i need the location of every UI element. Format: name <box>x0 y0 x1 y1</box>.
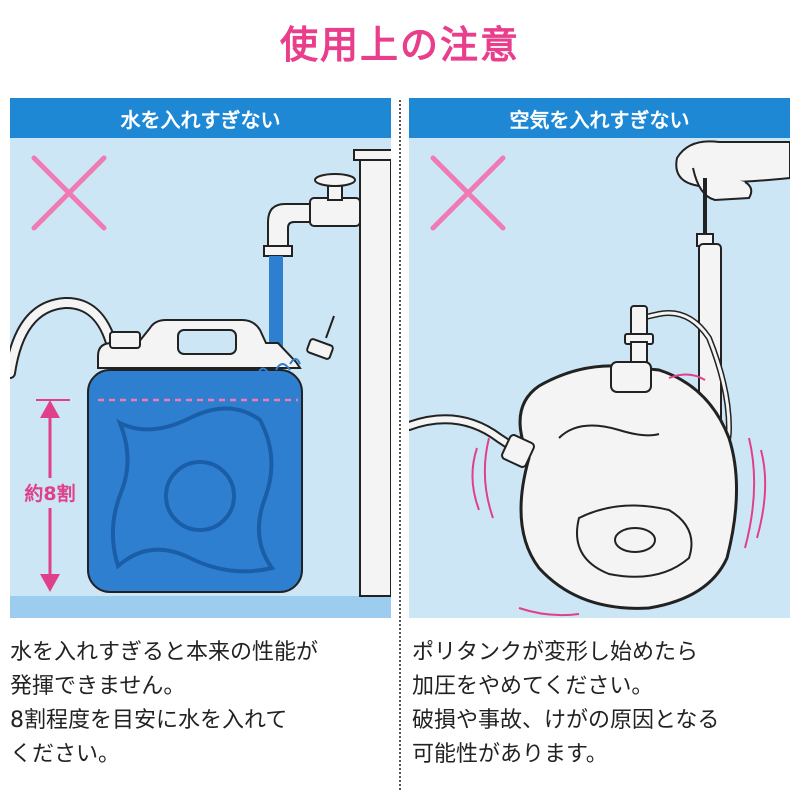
caption-line: 発揮できません。 <box>10 674 186 699</box>
tank-center-ring <box>614 527 656 553</box>
caption-water: 水を入れすぎると本来の性能が 発揮できません。 8割程度を目安に水を入れて くだ… <box>10 636 390 772</box>
panel-too-much-water: 水を入れすぎない <box>10 98 391 618</box>
tank-crease <box>558 424 660 439</box>
panel-too-much-air: 空気を入れすぎない <box>409 98 790 618</box>
tank-emboss <box>576 504 693 578</box>
wall-cap <box>353 149 391 161</box>
air-pump-scene <box>409 138 790 618</box>
tank-cap <box>610 361 652 393</box>
panel-heading-water: 水を入れすぎない <box>10 98 391 138</box>
tank-center-ring <box>164 460 236 532</box>
tank-emboss <box>110 406 276 574</box>
water-tank-scene: 約8割 <box>10 138 391 618</box>
panel-heading-air: 空気を入れすぎない <box>409 98 790 138</box>
caption-line: 加圧をやめてください。 <box>412 674 654 699</box>
tank-handle <box>177 329 237 355</box>
caption-line: 破損や事故、けがの原因となる <box>412 708 720 733</box>
hand-icon <box>675 140 790 202</box>
tank-body <box>87 369 303 593</box>
heading-text: 水を入れすぎない <box>120 107 281 132</box>
water-tank <box>87 319 303 593</box>
cross-icon <box>430 155 506 231</box>
hose-fitting <box>501 434 535 468</box>
marker-bg <box>18 478 82 508</box>
hose <box>10 298 116 377</box>
caption-line: ポリタンクが変形し始めたら <box>412 640 699 665</box>
caption-line: 可能性があります。 <box>412 742 608 767</box>
caption-line: ください。 <box>10 742 121 767</box>
caption-air: ポリタンクが変形し始めたら 加圧をやめてください。 破損や事故、けがの原因となる… <box>412 636 792 772</box>
level-marker: 約8割 <box>24 482 75 505</box>
caption-line: 水を入れすぎると本来の性能が <box>10 640 319 665</box>
faucet-icon <box>263 173 361 257</box>
page-title: 使用上の注意 <box>279 23 520 67</box>
floor <box>10 596 391 618</box>
deformed-tank <box>518 361 738 610</box>
hose <box>409 416 520 453</box>
air-illustration <box>409 138 790 618</box>
tank-nozzle <box>109 331 141 349</box>
panel-divider <box>399 100 401 790</box>
cross-icon <box>31 155 107 231</box>
splash-icon <box>257 358 301 375</box>
wall-post <box>359 155 391 597</box>
cap-icon <box>306 315 335 360</box>
vibration-icon <box>471 373 767 617</box>
water-illustration: 約8割 <box>10 138 391 618</box>
caption-line: 8割程度を目安に水を入れて <box>10 708 288 733</box>
heading-text: 空気を入れすぎない <box>509 107 690 132</box>
